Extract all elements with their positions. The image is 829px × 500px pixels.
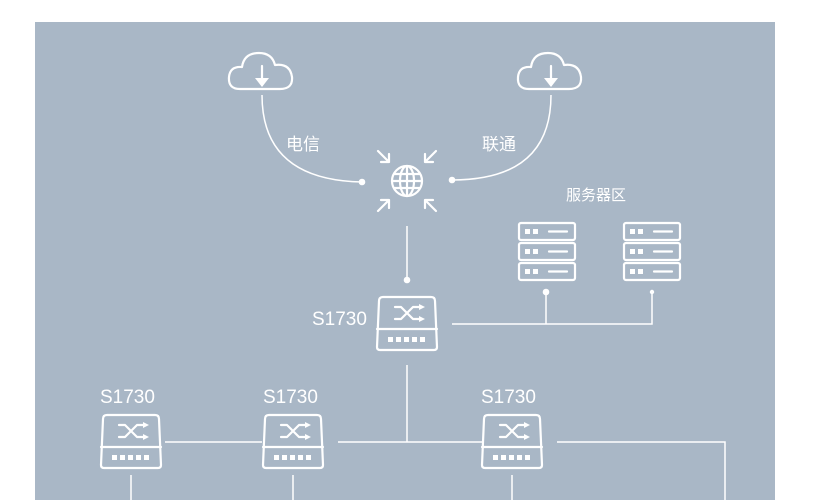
connection-lines bbox=[130, 94, 726, 500]
core-switch-label: S1730 bbox=[312, 309, 367, 330]
telecom-link bbox=[261, 94, 366, 186]
unicom-label: 联通 bbox=[482, 135, 516, 155]
access-right-link bbox=[557, 441, 726, 500]
server-rack-icon bbox=[517, 221, 577, 282]
network-switch-icon bbox=[99, 413, 163, 470]
globe-icon bbox=[390, 164, 424, 198]
cloud-download-icon bbox=[227, 51, 294, 91]
cloud-download-icon bbox=[516, 51, 583, 91]
network-switch-icon bbox=[480, 413, 544, 470]
network-switch-icon bbox=[375, 295, 439, 352]
access-switch-2-label: S1730 bbox=[263, 387, 318, 408]
server-zone-title: 服务器区 bbox=[566, 186, 626, 204]
network-switch-icon bbox=[261, 413, 325, 470]
server-rack-icon bbox=[622, 221, 682, 282]
access-switch-1-label: S1730 bbox=[100, 387, 155, 408]
inbound-arrows-icon bbox=[376, 149, 438, 213]
core-to-servers-link bbox=[452, 292, 653, 325]
access-switch-3-label: S1730 bbox=[481, 387, 536, 408]
unicom-link bbox=[448, 94, 552, 184]
telecom-label: 电信 bbox=[286, 135, 320, 155]
